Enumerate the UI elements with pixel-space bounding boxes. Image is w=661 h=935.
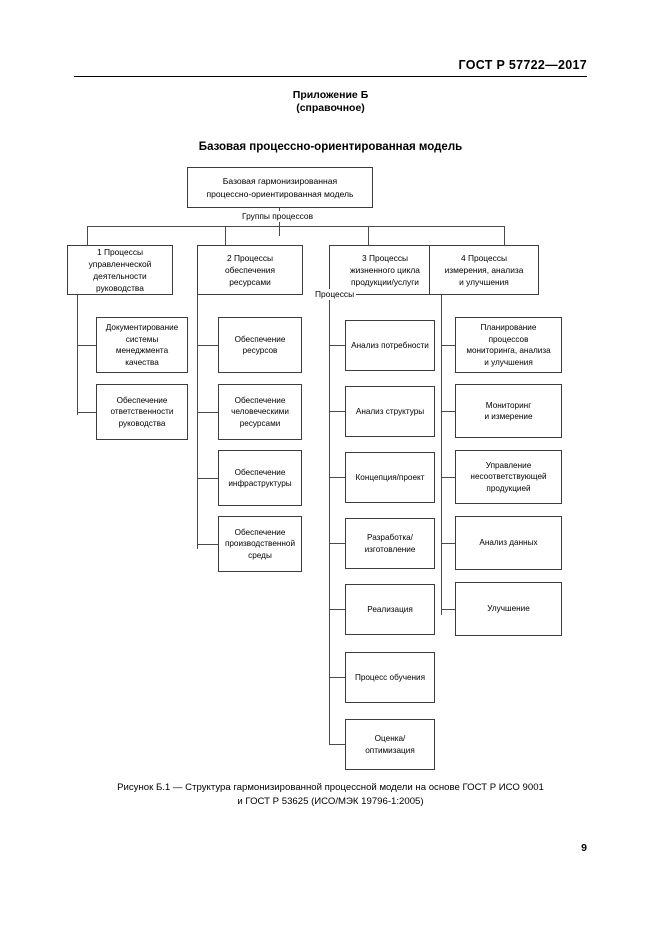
process-node-2-2: Обеспечение человеческими ресурсами: [218, 384, 302, 440]
connector-root-down: [279, 208, 280, 236]
edge-label-processes: Процессы: [313, 289, 357, 300]
connector-stub-4-3: [441, 477, 455, 478]
group-node-1: 1 Процессы управленческой деятельности р…: [67, 245, 173, 295]
connector-stub-3-4: [329, 543, 345, 544]
process-node-3-3: Концепция/проект: [345, 452, 435, 503]
connector-stub-2-1: [197, 345, 218, 346]
group-node-2: 2 Процессы обеспечения ресурсами: [197, 245, 303, 295]
connector-stub-3-6: [329, 677, 345, 678]
connector-stub-1-2: [77, 412, 96, 413]
process-node-2-4: Обеспечение производственной среды: [218, 516, 302, 572]
figure-caption-line-1: Рисунок Б.1 — Структура гармонизированно…: [117, 782, 544, 793]
connector-group-drop-1: [87, 226, 88, 245]
connector-stub-3-5: [329, 609, 345, 610]
annex-title: Приложение Б: [292, 89, 369, 101]
process-node-3-4: Разработка/ изготовление: [345, 518, 435, 569]
connector-stub-4-5: [441, 609, 455, 610]
process-node-4-3: Управление несоответствующей продукцией: [455, 450, 562, 504]
group-node-4: 4 Процессы измерения, анализа и улучшени…: [429, 245, 539, 295]
model-title: Базовая процессно-ориентированная модель: [198, 141, 463, 153]
edge-label-groups: Группы процессов: [240, 211, 316, 222]
standard-designation: ГОСТ Р 57722—2017: [458, 58, 587, 72]
connector-stub-4-2: [441, 411, 455, 412]
group-node-3: 3 Процессы жизненного цикла продукции/ус…: [329, 245, 441, 295]
process-node-3-1: Анализ потребности: [345, 320, 435, 371]
connector-stub-4-4: [441, 543, 455, 544]
process-node-1-2: Обеспечение ответственности руководства: [96, 384, 188, 440]
connector-group-drop-2: [225, 226, 226, 245]
connector-stub-3-7: [329, 744, 345, 745]
process-node-3-5: Реализация: [345, 584, 435, 635]
connector-group-drop-3: [368, 226, 369, 245]
process-node-4-5: Улучшение: [455, 582, 562, 636]
process-node-3-2: Анализ структуры: [345, 386, 435, 437]
connector-spine-1: [77, 295, 78, 415]
process-node-1-1: Документирование системы менеджмента кач…: [96, 317, 188, 373]
process-node-4-4: Анализ данных: [455, 516, 562, 570]
connector-stub-2-4: [197, 544, 218, 545]
connector-spine-2: [197, 295, 198, 549]
process-node-3-6: Процесс обучения: [345, 652, 435, 703]
annex-subtitle: (справочное): [296, 102, 365, 114]
process-node-4-1: Планирование процессов мониторинга, анал…: [455, 317, 562, 373]
connector-stub-3-3: [329, 477, 345, 478]
connector-stub-2-2: [197, 412, 218, 413]
connector-spine-4: [441, 295, 442, 615]
connector-stub-3-1: [329, 345, 345, 346]
figure-caption: Рисунок Б.1 — Структура гармонизированно…: [60, 781, 601, 809]
connector-stub-1-1: [77, 345, 96, 346]
connector-stub-2-3: [197, 478, 218, 479]
connector-group-bus: [87, 226, 504, 227]
connector-spine-3: [329, 295, 330, 745]
connector-stub-3-2: [329, 411, 345, 412]
header-rule: [74, 76, 587, 77]
process-node-2-3: Обеспечение инфраструктуры: [218, 450, 302, 506]
page-number: 9: [581, 842, 587, 854]
process-node-2-1: Обеспечение ресурсов: [218, 317, 302, 373]
connector-group-drop-4: [504, 226, 505, 245]
figure-caption-line-2: и ГОСТ Р 53625 (ИСО/МЭК 19796-1:2005): [237, 796, 424, 807]
connector-stub-4-1: [441, 345, 455, 346]
process-node-3-7: Оценка/ оптимизация: [345, 719, 435, 770]
diagram-root-node: Базовая гармонизированная процессно-орие…: [187, 167, 373, 208]
process-node-4-2: Мониторинг и измерение: [455, 384, 562, 438]
